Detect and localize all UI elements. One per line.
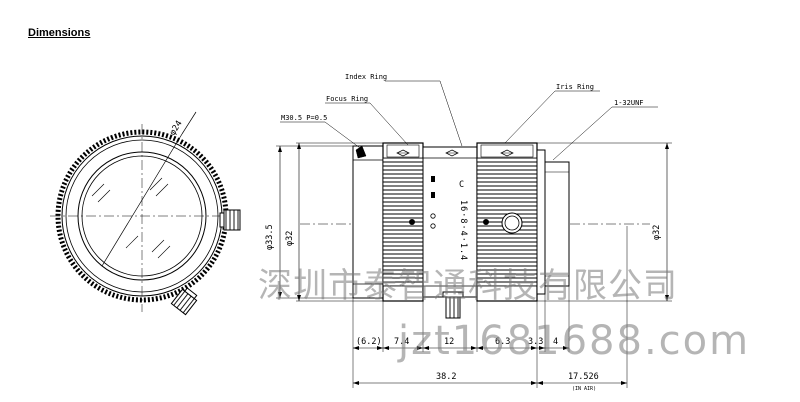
diameter-right: φ32 [652, 224, 662, 240]
dim-12: 12 [444, 337, 455, 347]
aperture-scale: 16·8·4·1.4 [458, 200, 468, 262]
dim-3-3: 3.3 [528, 337, 544, 347]
watermark-company: 深圳市泰智通科技有限公司 [258, 266, 678, 306]
thread-label: M30.5 P=0.5 [281, 114, 328, 122]
dim-7-4: 7.4 [394, 337, 410, 347]
side-view [276, 80, 672, 388]
dim-overall: 38.2 [436, 372, 457, 382]
c-mount [544, 161, 570, 287]
inner-diameter-left: φ32 [285, 230, 295, 246]
unf-label: 1-32UNF [614, 99, 644, 107]
dim-6-2: (6.2) [356, 337, 382, 347]
c-mark: C [459, 180, 465, 190]
page-title: Dimensions [28, 27, 91, 39]
index-ring-label: Index Ring [345, 73, 388, 81]
outer-diameter-left: φ33.5 [265, 224, 275, 250]
dim-6-3: 6.3 [495, 337, 511, 347]
flange-note: (IN AIR) [572, 386, 597, 392]
focus-ring-label: Focus Ring [326, 95, 369, 103]
index-ring [422, 146, 478, 298]
dim-flange: 17.526 [568, 372, 599, 382]
watermark-url: jzt1681688.com [398, 318, 751, 364]
iris-ring-label: Iris Ring [556, 83, 594, 91]
front-cap [352, 145, 384, 299]
front-view [50, 111, 241, 316]
dim-4: 4 [553, 337, 559, 347]
